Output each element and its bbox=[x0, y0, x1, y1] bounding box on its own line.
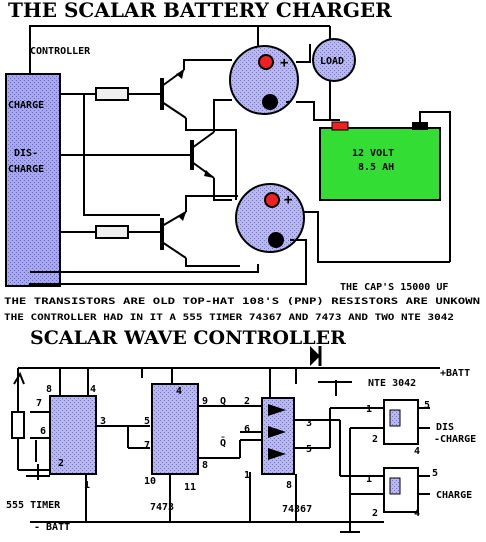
discharge-label-1: DIS bbox=[436, 422, 454, 433]
pin-555-2: 2 bbox=[58, 458, 64, 469]
controller-charge-label: CHARGE bbox=[8, 100, 44, 111]
pin-opto2-2: 2 bbox=[372, 508, 378, 519]
cap-top-plus: + bbox=[280, 55, 288, 71]
controller-box bbox=[5, 73, 61, 287]
cap-bottom-plus: + bbox=[284, 192, 292, 208]
battery-capacity: 8.5 AH bbox=[358, 162, 394, 173]
chip-74367-label: 74367 bbox=[282, 504, 312, 515]
qbar-label: Q̄ bbox=[220, 436, 226, 449]
load-bulb: LOAD bbox=[312, 38, 356, 82]
cap-bottom-minus: - bbox=[288, 232, 296, 248]
pin-555-8: 8 bbox=[46, 384, 52, 395]
batt-negative-label: - BATT bbox=[34, 522, 70, 533]
main-title: THE SCALAR BATTERY CHARGER bbox=[8, 0, 392, 22]
nte-label: NTE 3042 bbox=[368, 378, 416, 389]
pin-555-1: 1 bbox=[84, 480, 90, 491]
pin-74367-6: 6 bbox=[244, 424, 250, 435]
q-label: Q bbox=[220, 396, 226, 407]
battery-voltage: 12 VOLT bbox=[352, 148, 394, 159]
pin-74367-2: 2 bbox=[244, 396, 250, 407]
pin-7473-4: 4 bbox=[176, 386, 182, 397]
pin-opto1-1: 1 bbox=[366, 404, 372, 415]
pin-74367-5: 5 bbox=[306, 444, 312, 455]
controller-dis-label: DIS- bbox=[14, 148, 38, 159]
pin-555-3: 3 bbox=[100, 416, 106, 427]
pin-7473-9: 9 bbox=[202, 396, 208, 407]
load-label: LOAD bbox=[320, 56, 344, 67]
pin-7473-10: 10 bbox=[144, 476, 156, 487]
top-wiring bbox=[29, 25, 451, 286]
pin-74367-3: 3 bbox=[306, 418, 312, 429]
pin-7473-5: 5 bbox=[144, 416, 150, 427]
opto-discharge bbox=[383, 399, 419, 445]
timer-pot bbox=[13, 371, 25, 385]
capacitor-top: + - bbox=[229, 45, 299, 115]
battery: 12 VOLT 8.5 AH bbox=[319, 121, 441, 201]
pin-74367-8: 8 bbox=[286, 480, 292, 491]
pin-555-7: 7 bbox=[36, 398, 42, 409]
resistor-bottom bbox=[95, 225, 129, 239]
cap-top-minus: - bbox=[284, 94, 292, 110]
opto-charge bbox=[383, 467, 419, 513]
pin-7473-7: 7 bbox=[144, 440, 150, 451]
discharge-label-2: -CHARGE bbox=[434, 434, 476, 445]
pin-555-6: 6 bbox=[40, 426, 46, 437]
resistor-top bbox=[95, 87, 129, 101]
pin-7473-8: 8 bbox=[202, 460, 208, 471]
chip-7473 bbox=[151, 383, 199, 475]
bottom-wiring bbox=[17, 367, 440, 532]
controller-title: SCALAR WAVE CONTROLLER bbox=[30, 327, 346, 349]
charge-label: CHARGE bbox=[436, 490, 472, 501]
chip-7473-label: 7473 bbox=[150, 502, 174, 513]
note-controller: THE CONTROLLER HAD IN IT A 555 TIMER 743… bbox=[4, 313, 454, 323]
pin-opto1-4: 4 bbox=[414, 446, 420, 457]
pin-opto1-2: 2 bbox=[372, 434, 378, 445]
pin-7473-11: 11 bbox=[184, 482, 196, 493]
note-transistors: THE TRANSISTORS ARE OLD TOP-HAT 108'S (P… bbox=[4, 297, 480, 307]
pin-opto1-5: 5 bbox=[424, 400, 430, 411]
timer-resistor bbox=[11, 411, 25, 439]
pin-opto2-1: 1 bbox=[366, 474, 372, 485]
chip-555 bbox=[49, 395, 97, 475]
pin-74367-1: 1 bbox=[244, 470, 250, 481]
pin-555-4: 4 bbox=[90, 384, 96, 395]
timer-label: 555 TIMER bbox=[6, 500, 61, 511]
controller-label: CONTROLLER bbox=[30, 46, 91, 57]
note-caps: THE CAP'S 15000 UF bbox=[340, 282, 448, 293]
diode bbox=[310, 346, 320, 366]
capacitor-bottom: + - bbox=[235, 183, 305, 253]
pin-opto2-5: 5 bbox=[432, 468, 438, 479]
batt-positive-label: +BATT bbox=[440, 368, 470, 379]
pin-opto2-4: 4 bbox=[414, 508, 420, 519]
controller-discharge-label: CHARGE bbox=[8, 164, 44, 175]
